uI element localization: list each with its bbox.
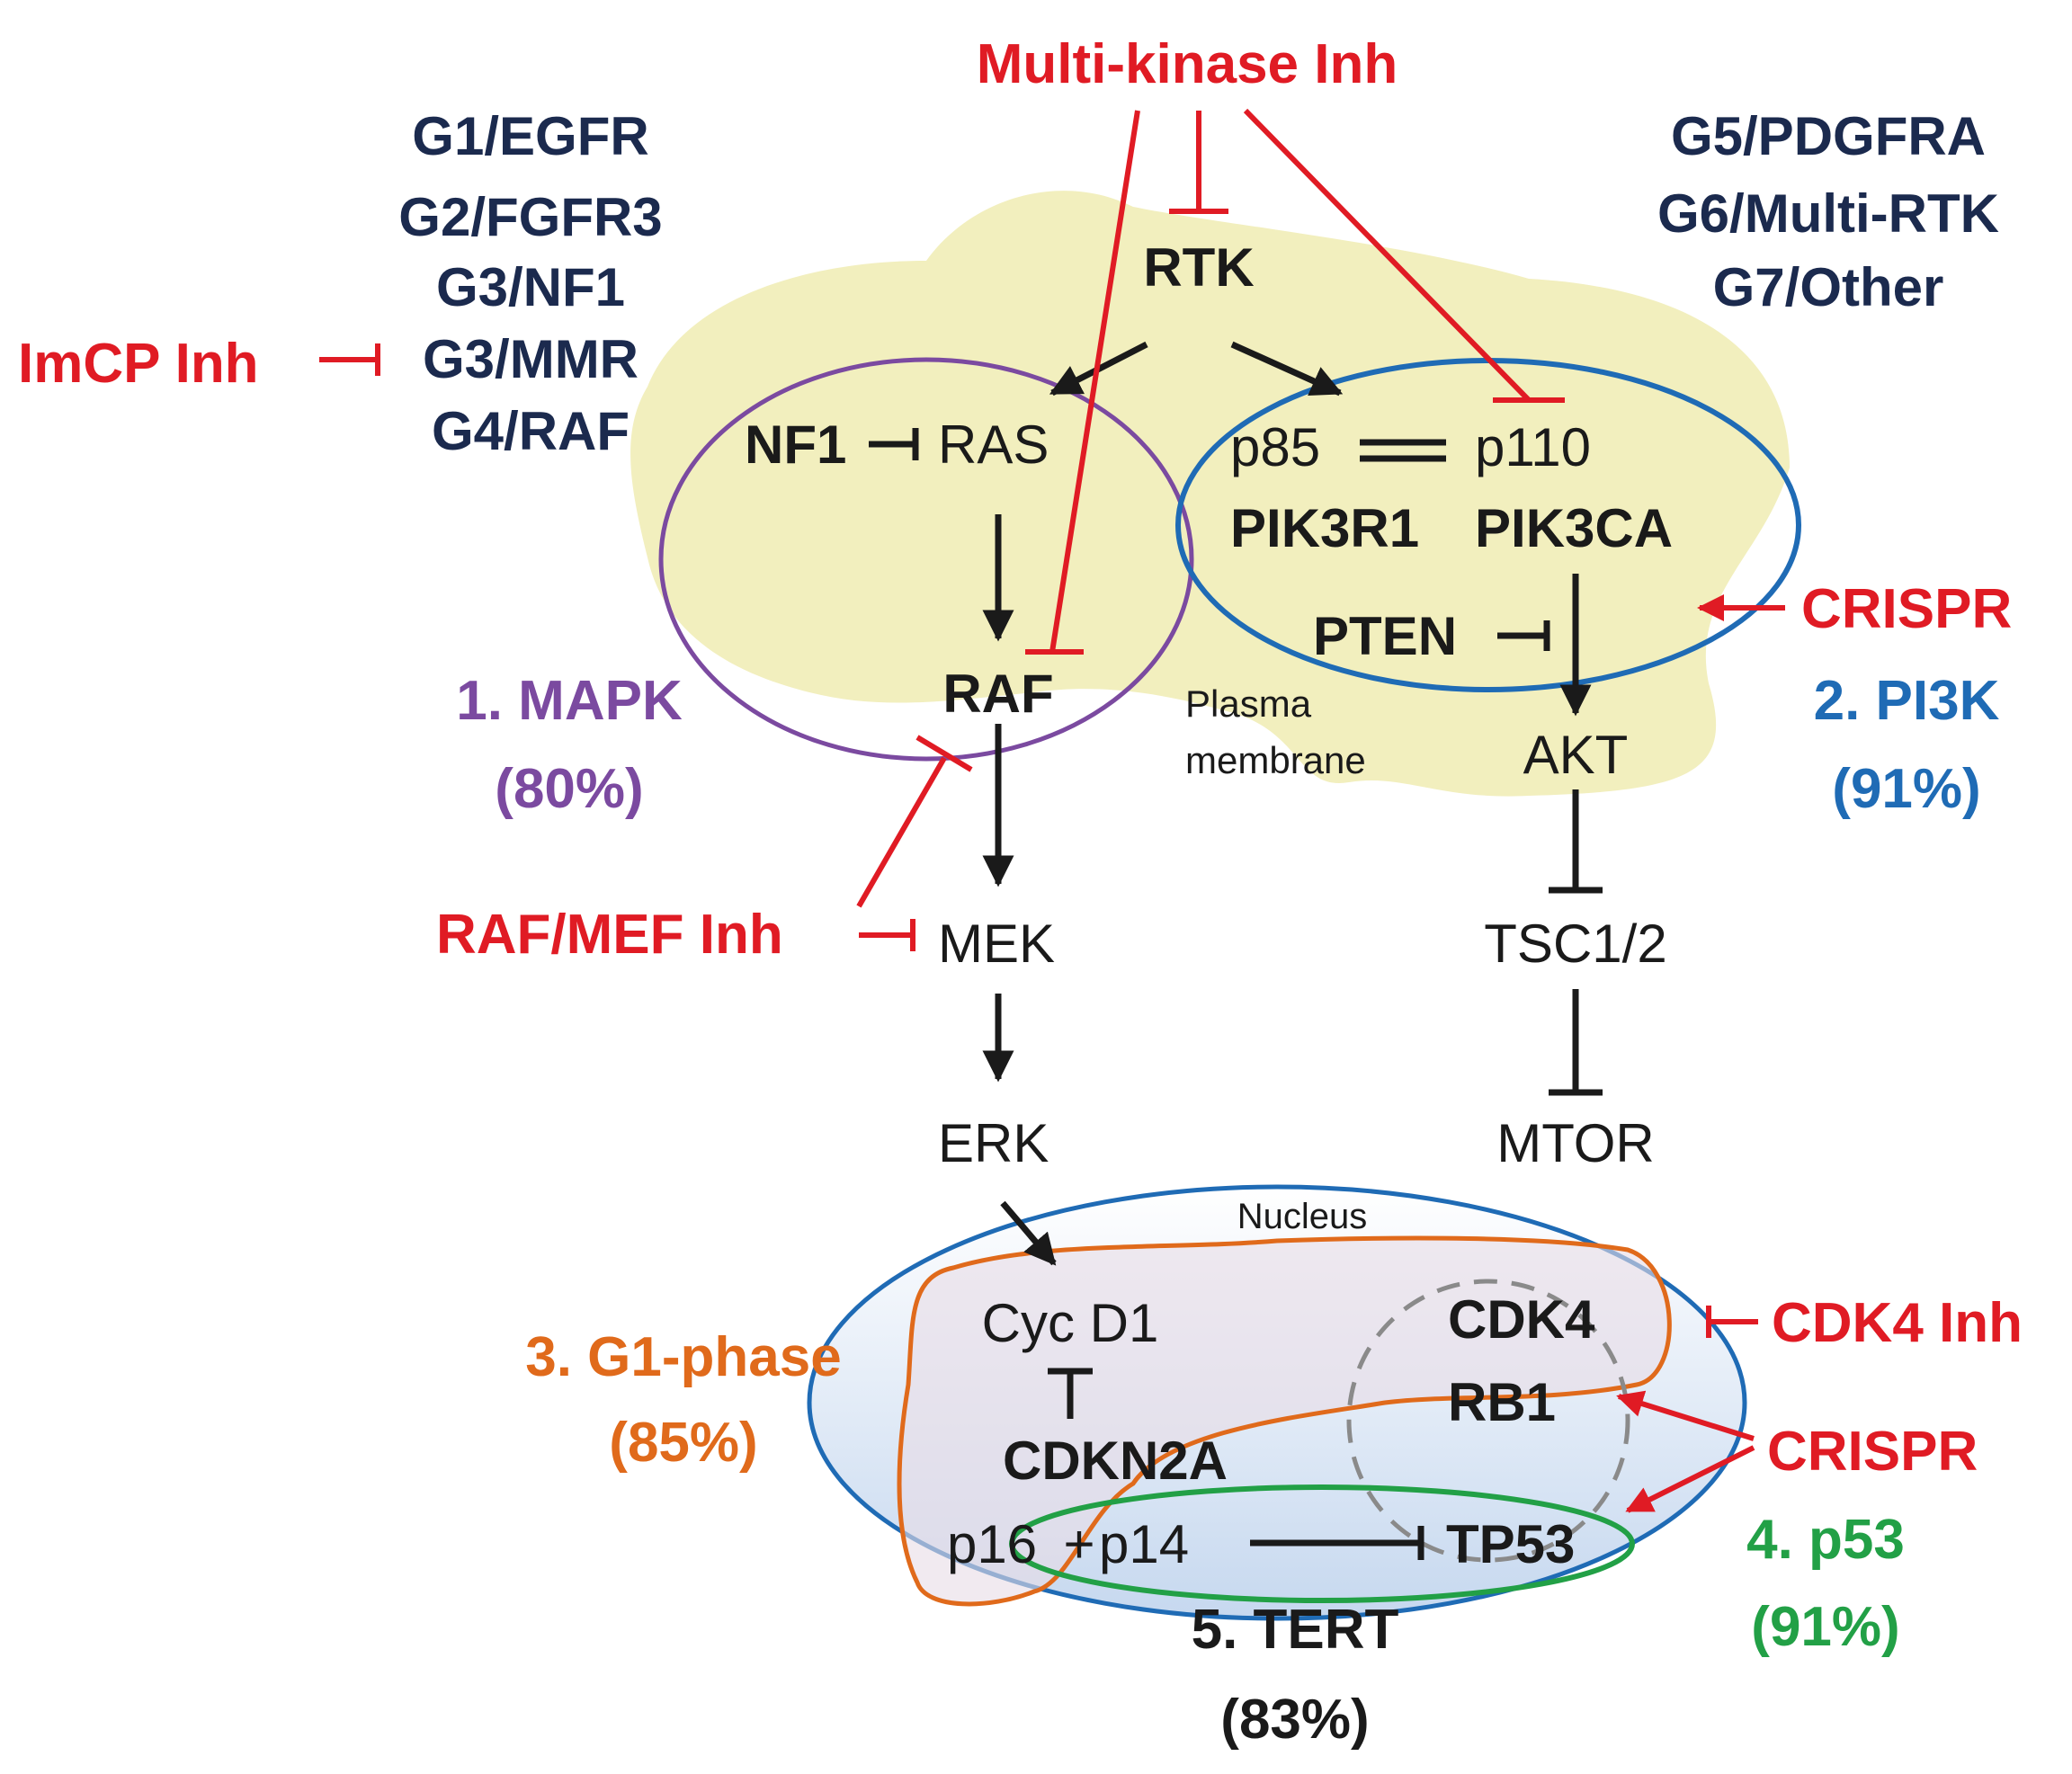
node-erk: ERK <box>938 1113 1049 1173</box>
node-mek: MEK <box>938 914 1055 974</box>
pathway-pi3k-pct: (91%) <box>1832 758 1980 820</box>
pathway-p53-name: 4. p53 <box>1746 1509 1905 1571</box>
node-mtor: MTOR <box>1496 1113 1655 1173</box>
crispr-to-tp53-arrow <box>1625 1445 1755 1513</box>
imcp-inh-label: ImCP Inh <box>18 333 259 395</box>
multikinase-to-raf <box>1049 110 1140 653</box>
node-p85: p85 <box>1230 417 1320 477</box>
node-cdkn2a: CDKN2A <box>1003 1431 1228 1491</box>
pathway-tert-name: 5. TERT <box>1192 1599 1399 1661</box>
pathway-g1-name: 3. G1-phase <box>525 1326 841 1388</box>
plasma-membrane-label-2: membrane <box>1185 739 1366 781</box>
pathway-mapk-name: 1. MAPK <box>456 670 683 732</box>
node-cdk4: CDK4 <box>1448 1289 1595 1350</box>
plasma-membrane-label-1: Plasma <box>1185 682 1312 725</box>
group-label-g7-other: G7/Other <box>1713 257 1944 317</box>
pathway-p53-pct: (91%) <box>1751 1596 1899 1658</box>
node-pik3r1: PIK3R1 <box>1230 498 1419 558</box>
crispr-to-rb1-arrow <box>1616 1390 1755 1441</box>
node-cycd1: Cyc D1 <box>982 1293 1159 1353</box>
group-label-g1-egfr: G1/EGFR <box>412 106 648 166</box>
raf-mef-inh-label: RAF/MEF Inh <box>436 904 783 966</box>
multikinase-inh-label: Multi-kinase Inh <box>977 33 1398 95</box>
node-p14: p14 <box>1099 1514 1189 1574</box>
node-akt: AKT <box>1523 725 1629 785</box>
node-p110: p110 <box>1475 417 1591 477</box>
tert-ellipse <box>1009 1484 1635 1603</box>
crispr-label-nucleus: CRISPR <box>1767 1421 1978 1483</box>
pathway-g1-pct: (85%) <box>609 1412 757 1474</box>
pathway-tert-pct: (83%) <box>1220 1689 1369 1751</box>
nucleus-label: Nucleus <box>1237 1197 1368 1236</box>
node-rb1: RB1 <box>1448 1372 1556 1432</box>
inhibitor-edges <box>319 108 1785 1513</box>
node-tsc: TSC1/2 <box>1484 914 1666 974</box>
rafmef-to-raf <box>856 756 947 908</box>
node-p16: p16 <box>947 1514 1037 1574</box>
node-raf: RAF <box>942 664 1053 724</box>
node-ras: RAS <box>938 415 1049 475</box>
group-label-g5-pdgfra: G5/PDGFRA <box>1671 106 1986 166</box>
node-pik3ca: PIK3CA <box>1475 498 1673 558</box>
node-plus: + <box>1063 1514 1094 1574</box>
pathway-mapk-pct: (80%) <box>495 758 643 820</box>
node-rtk: RTK <box>1143 237 1254 298</box>
cdk4-inh-label: CDK4 Inh <box>1772 1292 2023 1354</box>
p53-dashed-circle <box>1346 1279 1630 1563</box>
mapk-circle <box>658 357 1194 762</box>
rtk-to-pi3k-arrow <box>1230 341 1344 397</box>
plasma-membrane-blob <box>630 191 1790 797</box>
multikinase-to-p110 <box>1243 108 1532 403</box>
group-label-g3-mmr: G3/MMR <box>423 329 639 389</box>
node-tp53: TP53 <box>1446 1514 1575 1574</box>
group-label-g4-raf: G4/RAF <box>432 401 630 461</box>
group-label-g2-fgfr3: G2/FGFR3 <box>398 187 662 247</box>
crispr-label-pi3k: CRISPR <box>1801 578 2012 640</box>
g1-phase-outline <box>897 1235 1672 1607</box>
group-label-g3-nf1: G3/NF1 <box>436 257 625 317</box>
node-pten: PTEN <box>1313 606 1457 666</box>
rafmef-to-raf-bar <box>915 735 973 772</box>
pathway-pi3k-name: 2. PI3K <box>1814 670 2000 732</box>
erk-to-cycd1-arrow <box>1000 1200 1057 1266</box>
group-label-g6-multi-rtk: G6/Multi-RTK <box>1657 183 1999 244</box>
pathway-edges <box>869 341 1603 1560</box>
node-nf1: NF1 <box>745 415 846 475</box>
